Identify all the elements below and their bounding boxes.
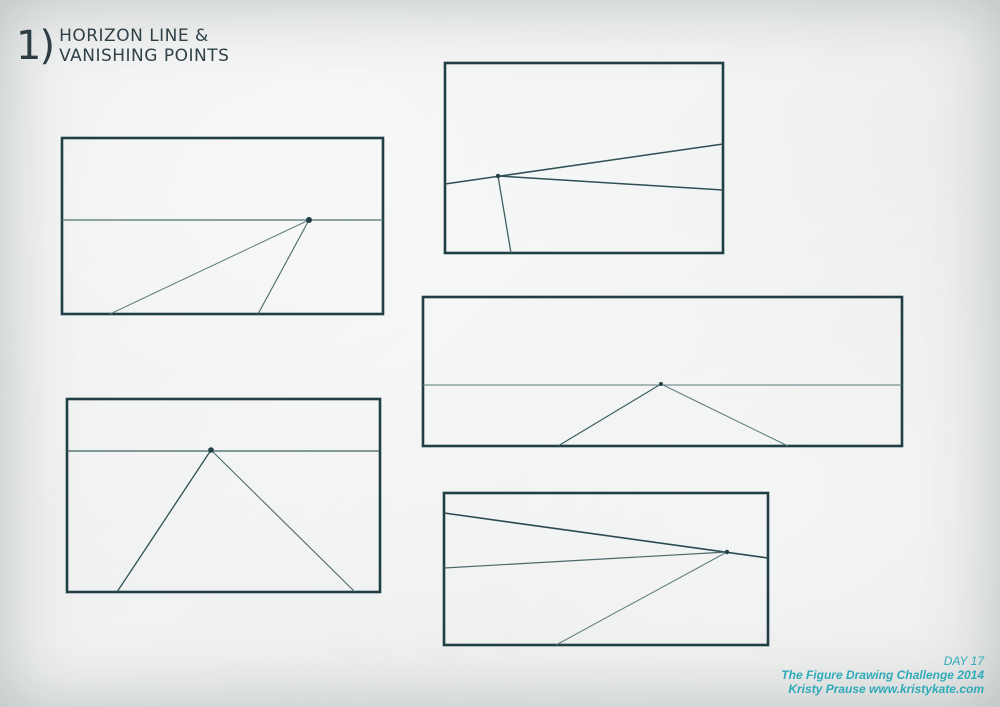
panel-2-vanishing-point <box>495 173 501 179</box>
credit-day: DAY 17 <box>943 654 984 668</box>
panel-5 <box>442 491 770 647</box>
panel-4 <box>65 397 382 594</box>
credit-author: Kristy Prause www.kristykate.com <box>788 682 984 696</box>
panel-3-convergence-line <box>660 383 789 447</box>
panel-2-horizon-line <box>444 143 724 185</box>
panel-4-convergence-line <box>210 449 356 593</box>
panel-5-vanishing-point <box>724 549 730 555</box>
panel-3-convergence-line <box>557 383 662 447</box>
panel-4-convergence-line <box>116 449 212 593</box>
credits-block: DAY 17 The Figure Drawing Challenge 2014… <box>781 654 984 696</box>
panel-5-horizon-line <box>443 512 769 559</box>
panel-1-convergence-line <box>109 219 310 315</box>
credit-challenge: The Figure Drawing Challenge 2014 <box>781 668 984 682</box>
panel-2-convergence-line <box>497 175 512 254</box>
panel-2 <box>443 61 725 255</box>
panel-5-convergence-line <box>555 551 728 646</box>
heading-line-1: Horizon line & <box>59 26 209 46</box>
heading-line-2: vanishing points <box>59 46 230 66</box>
panel-1-convergence-line <box>257 219 310 315</box>
panel-4-frame <box>65 397 382 594</box>
panel-3 <box>421 295 904 448</box>
panel-5-frame <box>442 491 770 647</box>
panel-3-frame <box>421 295 904 448</box>
panel-5-convergence-line <box>443 551 728 569</box>
panel-4-vanishing-point <box>208 447 214 453</box>
panel-3-vanishing-point <box>659 382 663 386</box>
panel-1 <box>60 136 385 316</box>
panel-1-frame <box>60 136 385 316</box>
heading-title: Horizon line & vanishing points <box>59 26 229 66</box>
panel-2-frame <box>443 61 725 255</box>
heading-number: 1) <box>16 23 55 69</box>
panel-2-convergence-line <box>497 175 724 191</box>
panel-1-vanishing-point <box>306 217 312 223</box>
page-heading: 1) Horizon line & vanishing points <box>16 26 229 66</box>
